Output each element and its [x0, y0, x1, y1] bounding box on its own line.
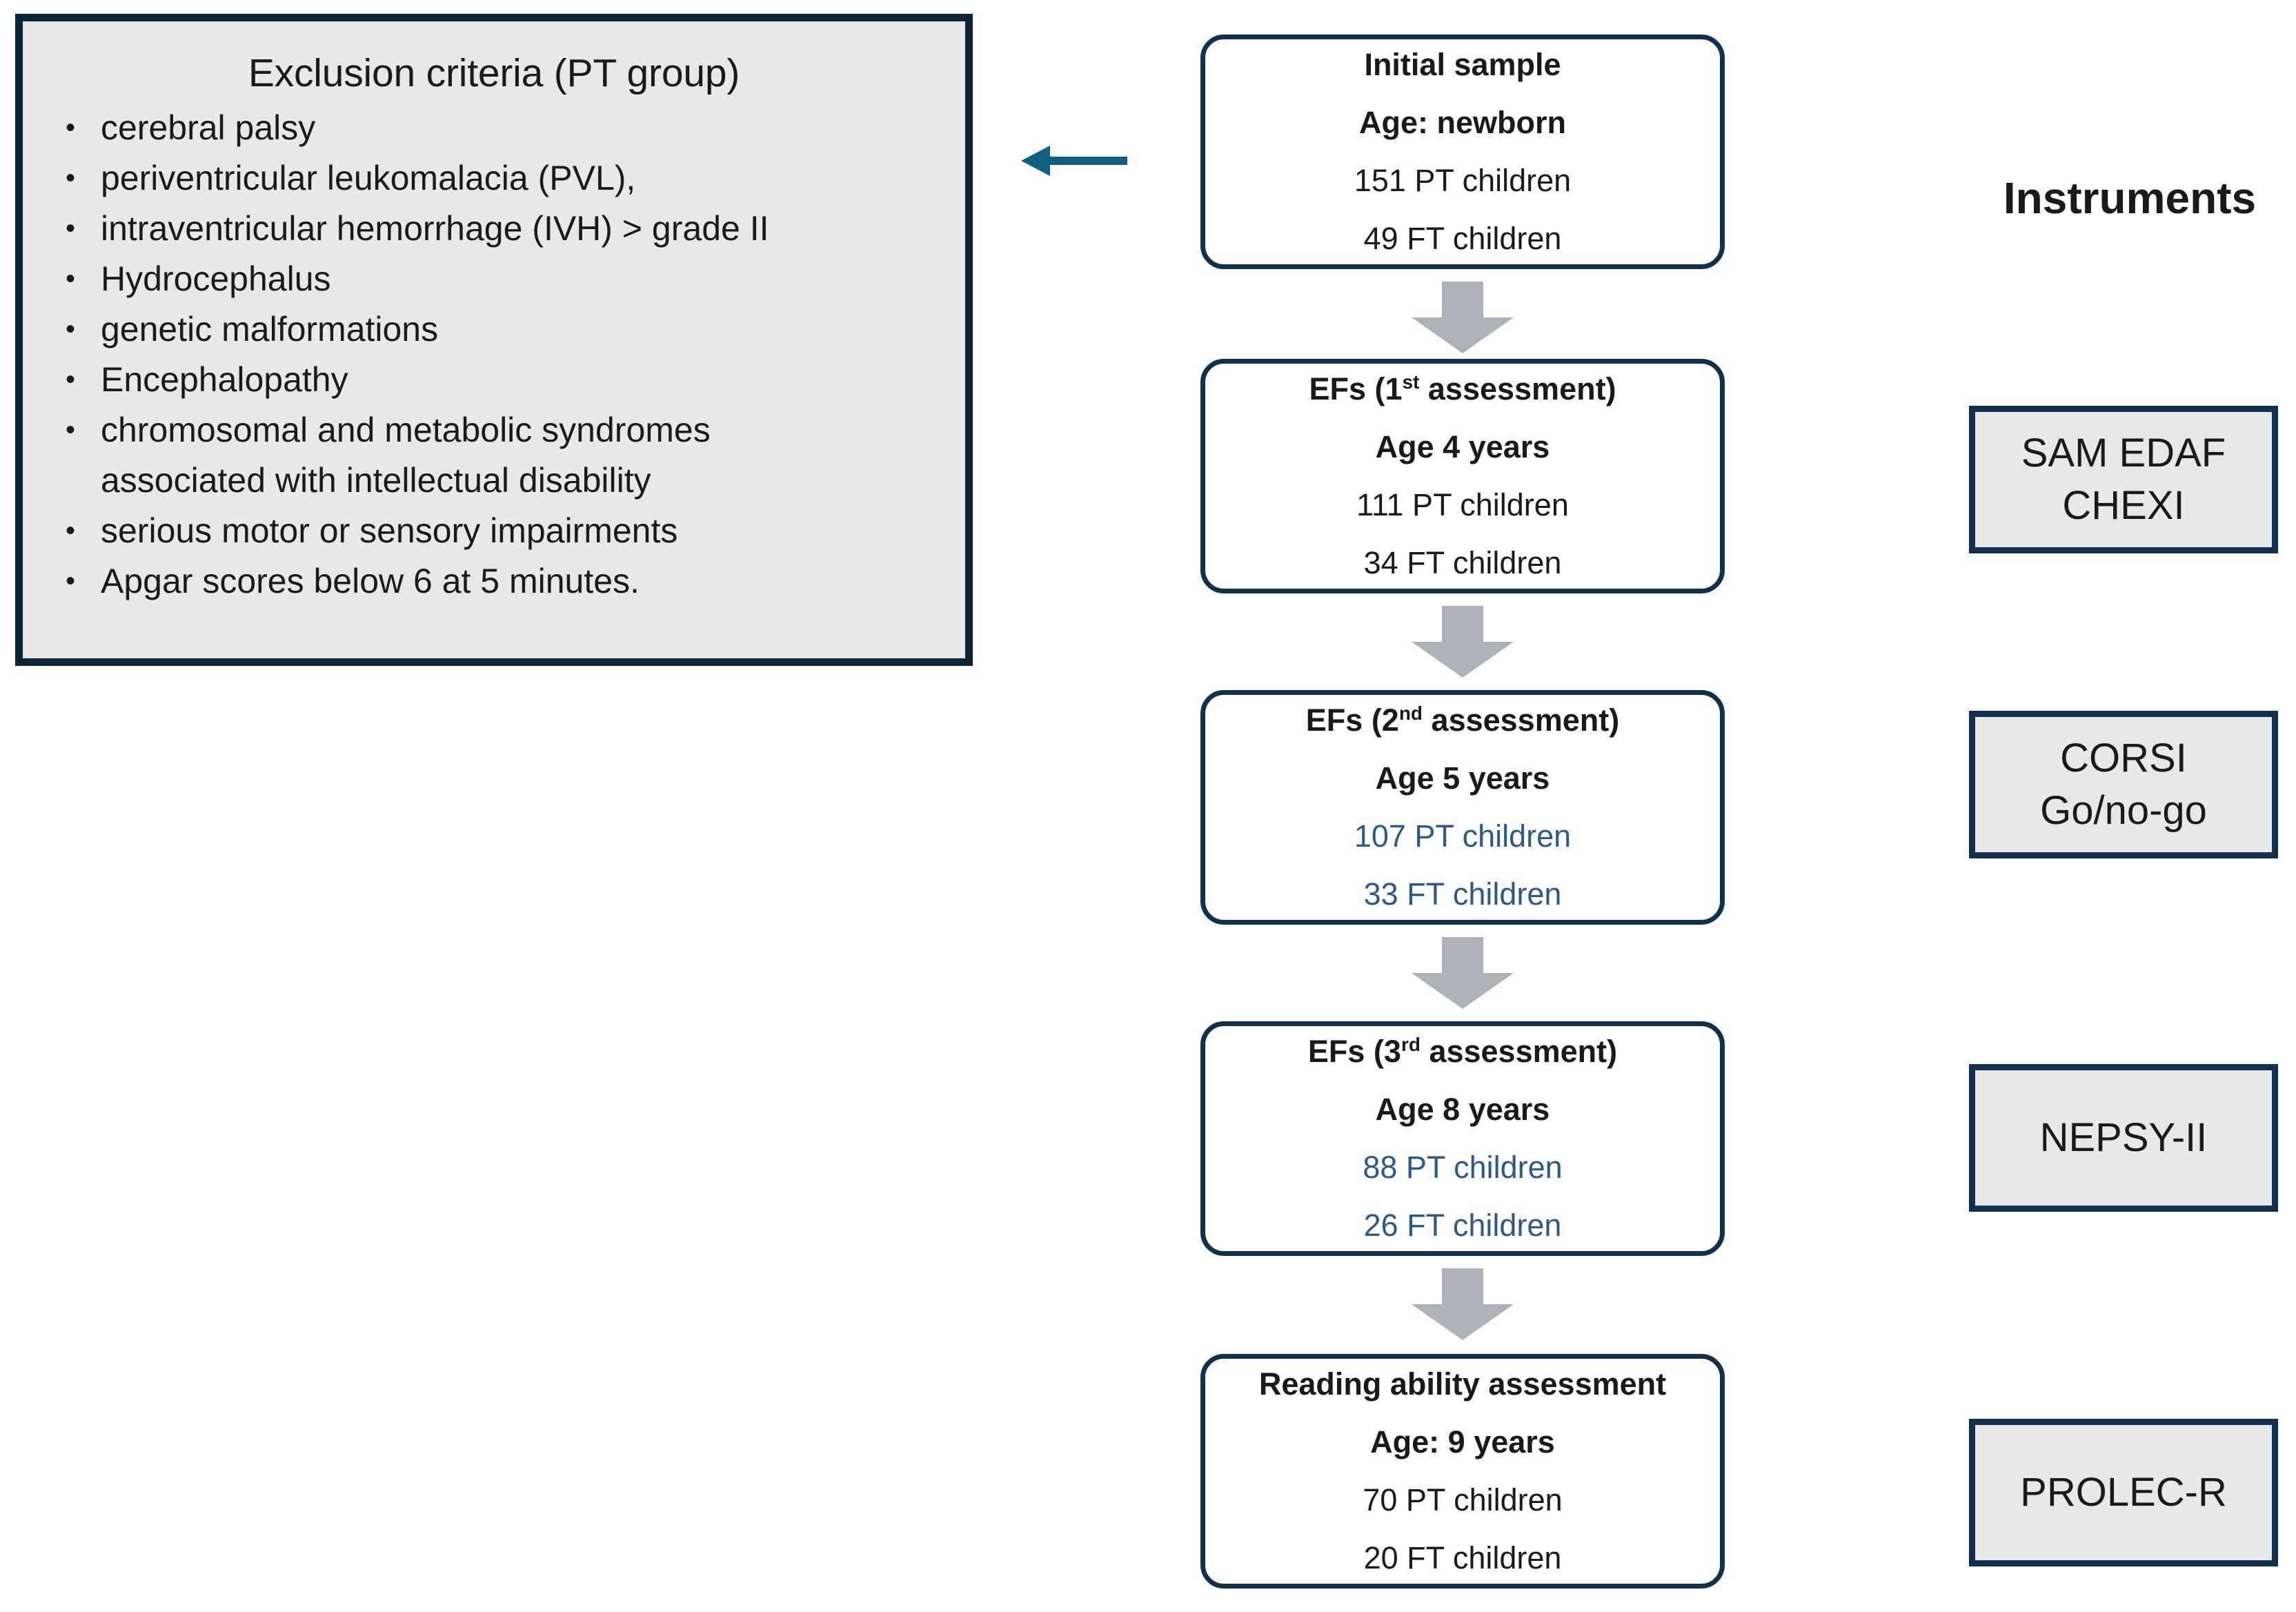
list-item: serious motor or sensory impairments	[63, 506, 965, 556]
flow-box-pt-count: 70 PT children	[1363, 1482, 1563, 1517]
flow-connector-arrow-icon	[1412, 282, 1514, 353]
instrument-label: Go/no-go	[2040, 788, 2207, 833]
flow-box-initial-sample: Initial sample Age: newborn 151 PT child…	[1200, 35, 1725, 269]
flow-box-age: Age: 9 years	[1370, 1424, 1555, 1459]
list-item: chromosomal and metabolic syndromes asso…	[63, 405, 965, 506]
instrument-box-sam-edaf-chexi: SAM EDAF CHEXI	[1969, 406, 2278, 553]
flow-box-ft-count: 26 FT children	[1363, 1208, 1562, 1243]
instrument-label: SAM EDAF	[2021, 431, 2226, 475]
instruments-heading: Instruments	[2003, 173, 2257, 223]
instrument-box-corsi-gonogo: CORSI Go/no-go	[1969, 711, 2278, 858]
flow-box-title: EFs (2nd assessment)	[1305, 702, 1620, 738]
list-item: Encephalopathy	[63, 355, 965, 405]
list-item: cerebral palsy	[63, 103, 965, 153]
flow-box-reading-ability: Reading ability assessment Age: 9 years …	[1200, 1354, 1725, 1589]
exclusion-criteria-list: cerebral palsy periventricular leukomala…	[23, 103, 965, 607]
instrument-box-nepsy-ii: NEPSY-II	[1969, 1064, 2278, 1212]
list-item: Apgar scores below 6 at 5 minutes.	[63, 556, 965, 607]
flow-box-ft-count: 33 FT children	[1363, 876, 1562, 912]
list-item: periventricular leukomalacia (PVL),	[63, 153, 965, 204]
flow-box-pt-count: 107 PT children	[1354, 818, 1572, 854]
flow-box-title: EFs (3rd assessment)	[1307, 1034, 1618, 1069]
flow-box-ft-count: 20 FT children	[1363, 1540, 1562, 1575]
flow-box-age: Age 5 years	[1375, 760, 1550, 796]
flow-box-pt-count: 111 PT children	[1356, 487, 1569, 522]
instrument-label: CHEXI	[2062, 483, 2185, 528]
flow-box-age: Age 8 years	[1375, 1092, 1550, 1127]
instrument-label: NEPSY-II	[2039, 1115, 2208, 1160]
exclusion-criteria-panel: Exclusion criteria (PT group) cerebral p…	[15, 14, 973, 666]
flow-connector-arrow-icon	[1412, 1268, 1514, 1340]
list-item: intraventricular hemorrhage (IVH) > grad…	[63, 204, 965, 254]
flow-box-ft-count: 49 FT children	[1363, 221, 1562, 256]
flow-box-pt-count: 88 PT children	[1363, 1150, 1563, 1185]
flow-box-title: Initial sample	[1364, 47, 1561, 82]
flow-box-pt-count: 151 PT children	[1354, 163, 1572, 198]
flow-box-age: Age 4 years	[1375, 429, 1550, 464]
instrument-box-prolec-r: PROLEC-R	[1969, 1419, 2278, 1566]
list-item: Hydrocephalus	[63, 254, 965, 304]
exclusion-link-arrow-icon	[1021, 146, 1127, 176]
flow-box-title: Reading ability assessment	[1258, 1366, 1667, 1402]
instrument-label: PROLEC-R	[2020, 1470, 2227, 1515]
instrument-label: CORSI	[2060, 736, 2187, 780]
exclusion-criteria-title: Exclusion criteria (PT group)	[248, 51, 740, 95]
flow-box-efs-3rd: EFs (3rd assessment) Age 8 years 88 PT c…	[1200, 1021, 1725, 1256]
flow-box-ft-count: 34 FT children	[1363, 545, 1562, 580]
flow-connector-arrow-icon	[1412, 606, 1514, 678]
flow-connector-arrow-icon	[1412, 937, 1514, 1009]
flow-box-efs-1st: EFs (1st assessment) Age 4 years 111 PT …	[1200, 359, 1725, 593]
flow-box-title: EFs (1st assessment)	[1309, 371, 1616, 406]
list-item: genetic malformations	[63, 304, 965, 355]
flow-box-efs-2nd: EFs (2nd assessment) Age 5 years 107 PT …	[1200, 690, 1725, 925]
flow-box-age: Age: newborn	[1359, 105, 1566, 140]
